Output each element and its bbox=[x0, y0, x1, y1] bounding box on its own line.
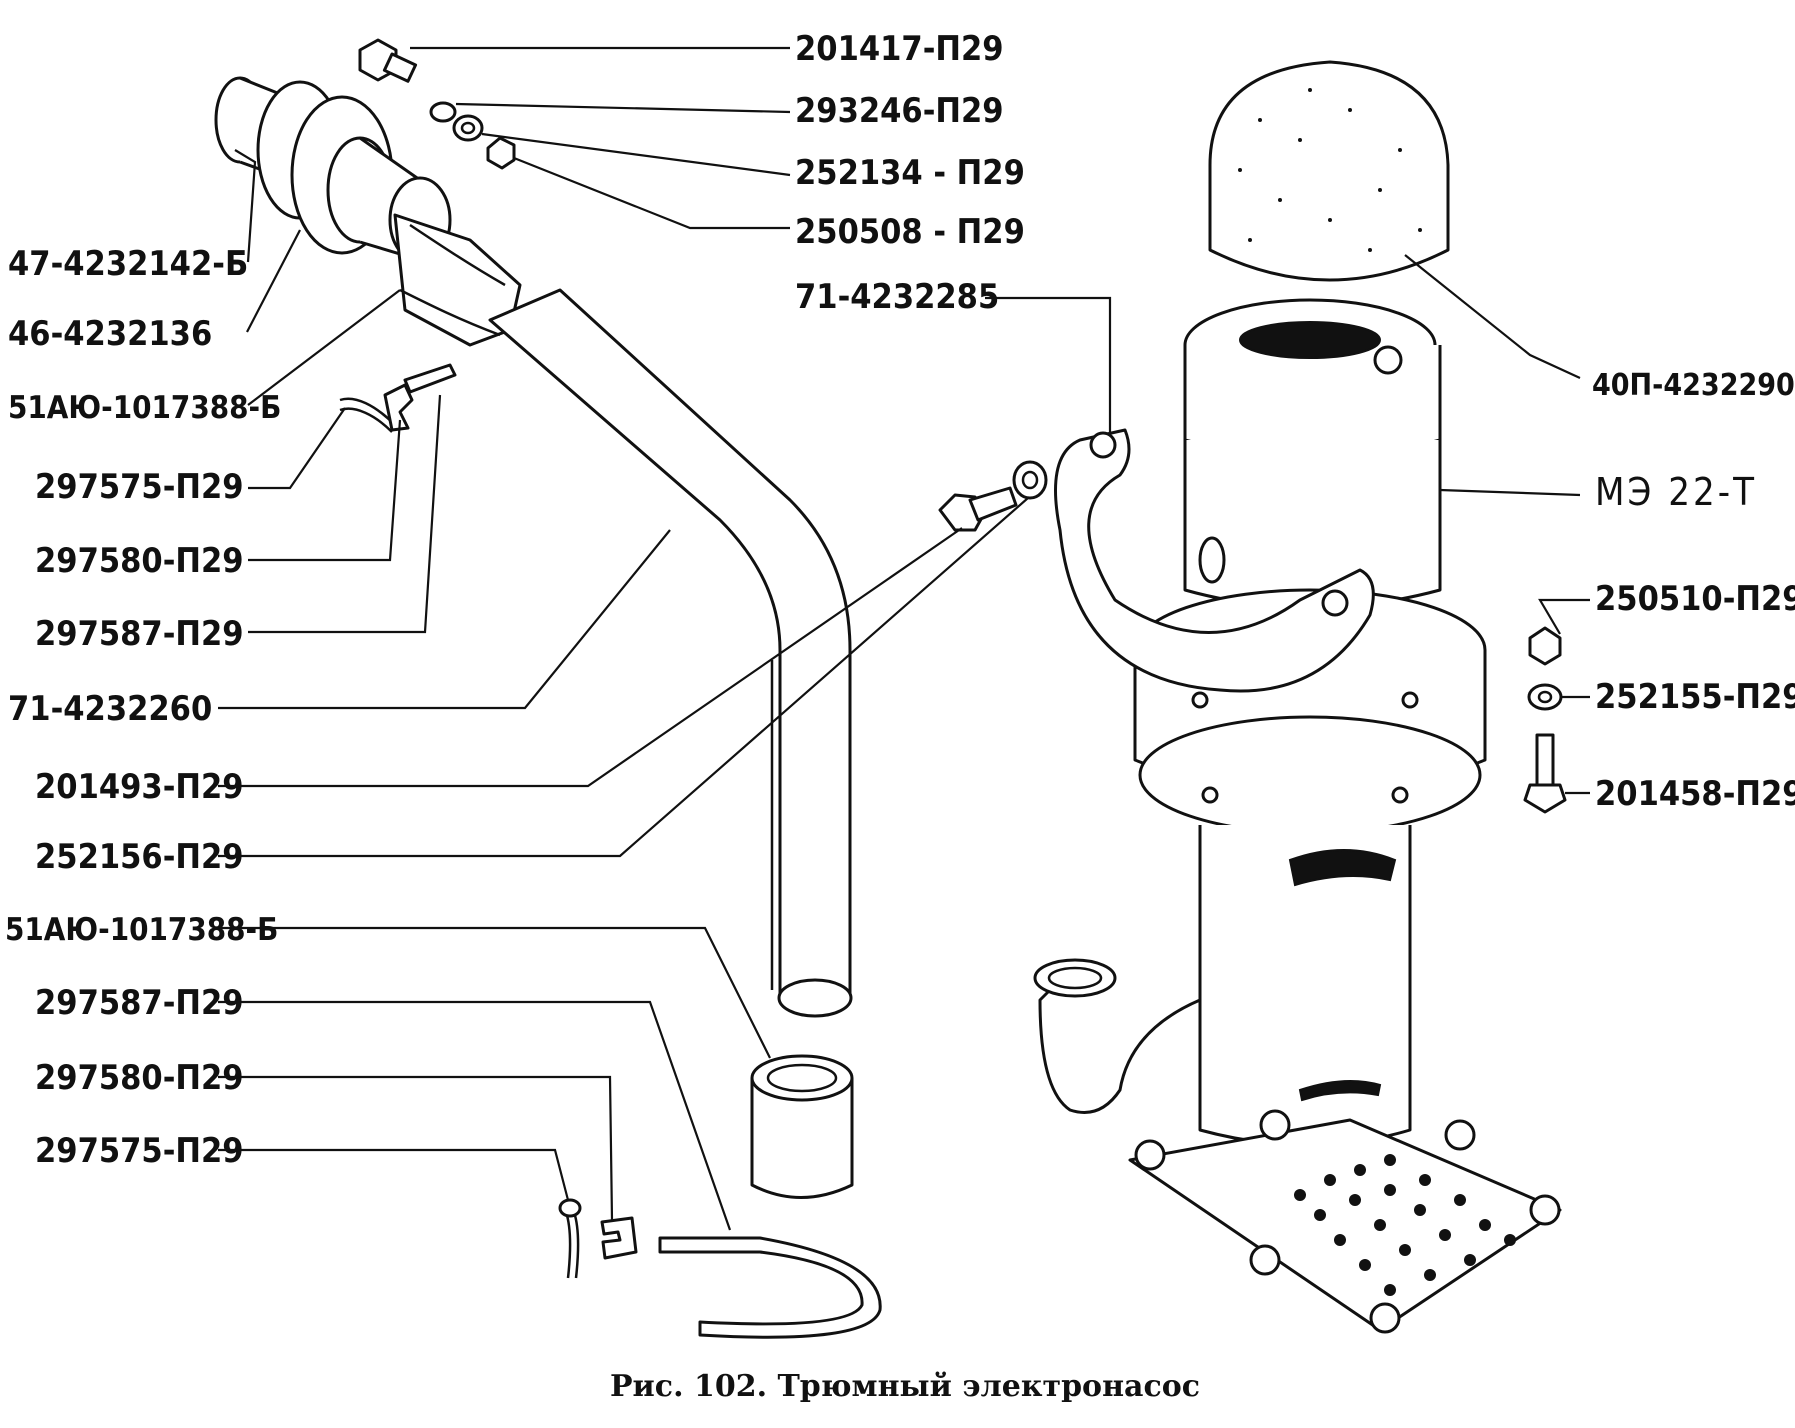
label-250510: 250510-П29 bbox=[1595, 579, 1795, 619]
washer-252155 bbox=[1527, 683, 1563, 711]
label-40p-4232290: 40П-4232290- bbox=[1592, 368, 1795, 403]
outlet-flange-assembly bbox=[214, 76, 522, 347]
bolt-201493 bbox=[938, 486, 1018, 532]
figure-caption: Рис. 102. Трюмный электронасос bbox=[610, 1369, 1200, 1404]
label-51a-top: 51АЮ-1017388-Б bbox=[8, 390, 281, 426]
bolt-201417 bbox=[358, 38, 418, 83]
bolt-201458 bbox=[1523, 733, 1567, 814]
label-71-4232285: 71-4232285 bbox=[795, 277, 999, 317]
label-297580-bottom: 297580-П29 bbox=[35, 1058, 244, 1098]
label-297587-bottom: 297587-П29 bbox=[35, 983, 244, 1023]
sleeve-51a-bottom bbox=[750, 1054, 854, 1199]
label-293246: 293246-П29 bbox=[795, 91, 1004, 131]
plate-297580-top bbox=[383, 383, 414, 432]
nut-250508 bbox=[486, 136, 516, 170]
washer-252156 bbox=[1012, 460, 1048, 500]
label-71-4232260: 71-4232260 bbox=[8, 689, 212, 729]
label-201493: 201493-П29 bbox=[35, 767, 244, 807]
part-labels: 201417-П29 293246-П29 252134 - П29 25050… bbox=[5, 29, 1795, 1171]
strap-297587-bottom bbox=[658, 1236, 882, 1339]
pump-body bbox=[1033, 60, 1562, 1334]
label-51a-bottom: 51АЮ-1017388-Б bbox=[5, 912, 278, 948]
label-250508: 250508 - П29 bbox=[795, 212, 1025, 252]
label-252156: 252156-П29 bbox=[35, 837, 244, 877]
label-252155: 252155-П29 bbox=[1595, 677, 1795, 717]
label-me22-t: МЭ 22-Т bbox=[1595, 470, 1757, 514]
label-201417: 201417-П29 bbox=[795, 29, 1004, 69]
washer-252134 bbox=[452, 114, 484, 142]
label-46-4232136: 46-4232136 bbox=[8, 314, 212, 354]
hose-71-4232260 bbox=[488, 288, 853, 1018]
washer-293246 bbox=[429, 101, 457, 123]
strap-297587-top bbox=[403, 363, 457, 394]
label-252134: 252134 - П29 bbox=[795, 153, 1025, 193]
label-297580-top: 297580-П29 bbox=[35, 541, 244, 581]
label-47-4232142: 47-4232142-Б bbox=[8, 244, 248, 284]
nut-250510 bbox=[1528, 626, 1562, 666]
label-297575-top: 297575-П29 bbox=[35, 467, 244, 507]
leader-lines bbox=[218, 46, 1590, 1231]
label-201458: 201458-П29 bbox=[1595, 774, 1795, 814]
plate-297580-bottom bbox=[600, 1216, 638, 1260]
split-pin-297575-bottom bbox=[564, 1211, 572, 1279]
label-297575-bottom: 297575-П29 bbox=[35, 1131, 244, 1171]
label-297587-top: 297587-П29 bbox=[35, 614, 244, 654]
